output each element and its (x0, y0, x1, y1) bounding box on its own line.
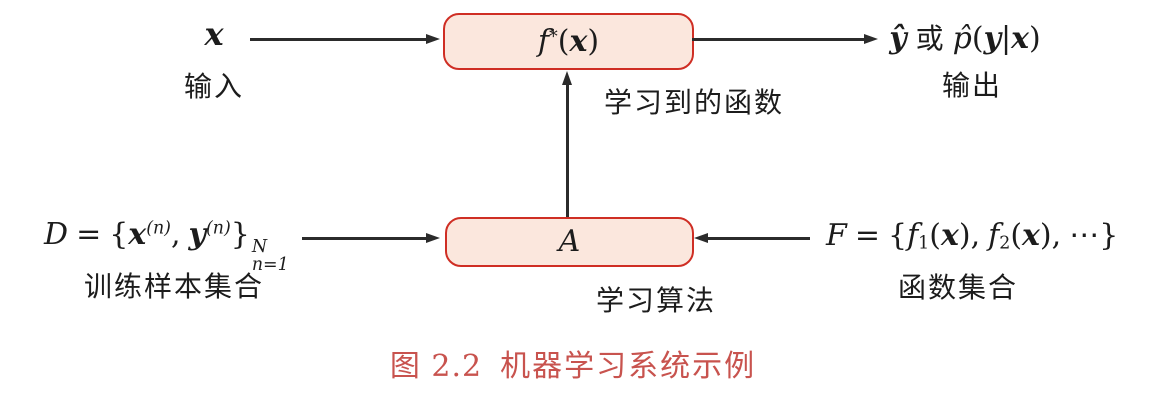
input-label: 输入 (183, 70, 244, 103)
arrow-output-line (692, 38, 864, 41)
arrow-output-head (864, 34, 878, 44)
arrow-up-line (566, 84, 569, 217)
figure-caption: 图 2.2 机器学习系统示例 (333, 349, 813, 385)
output-label: 输出 (941, 69, 1002, 102)
script-f-symbol: F (826, 218, 847, 253)
learned-function-box: f*(x) (443, 13, 694, 70)
algorithm-symbol: A (558, 224, 581, 259)
input-symbol-x: x (204, 15, 224, 53)
figure-title: 机器学习系统示例 (500, 349, 757, 384)
arrow-training-head (426, 233, 440, 243)
function-set-label: 函数集合 (898, 271, 1019, 304)
learned-function-formula: f*(x) (537, 23, 600, 59)
figure-number: 图 2.2 (389, 349, 483, 384)
arrow-input-head (426, 34, 440, 44)
training-set-label: 训练样本集合 (83, 270, 264, 303)
arrow-input-line (250, 38, 427, 41)
input-symbol: x (154, 18, 274, 50)
arrow-training-line (302, 237, 427, 240)
arrow-function-set-line (707, 237, 810, 240)
algorithm-box: A (445, 217, 694, 267)
script-d-symbol: D (44, 217, 69, 252)
learned-function-label: 学习到的函数 (604, 86, 785, 119)
arrow-function-set-head (694, 233, 708, 243)
arrow-up-head (562, 71, 572, 85)
algorithm-label: 学习算法 (596, 284, 717, 317)
function-set-formula: F={f1(x),f2(x),⋯} (826, 218, 1119, 254)
